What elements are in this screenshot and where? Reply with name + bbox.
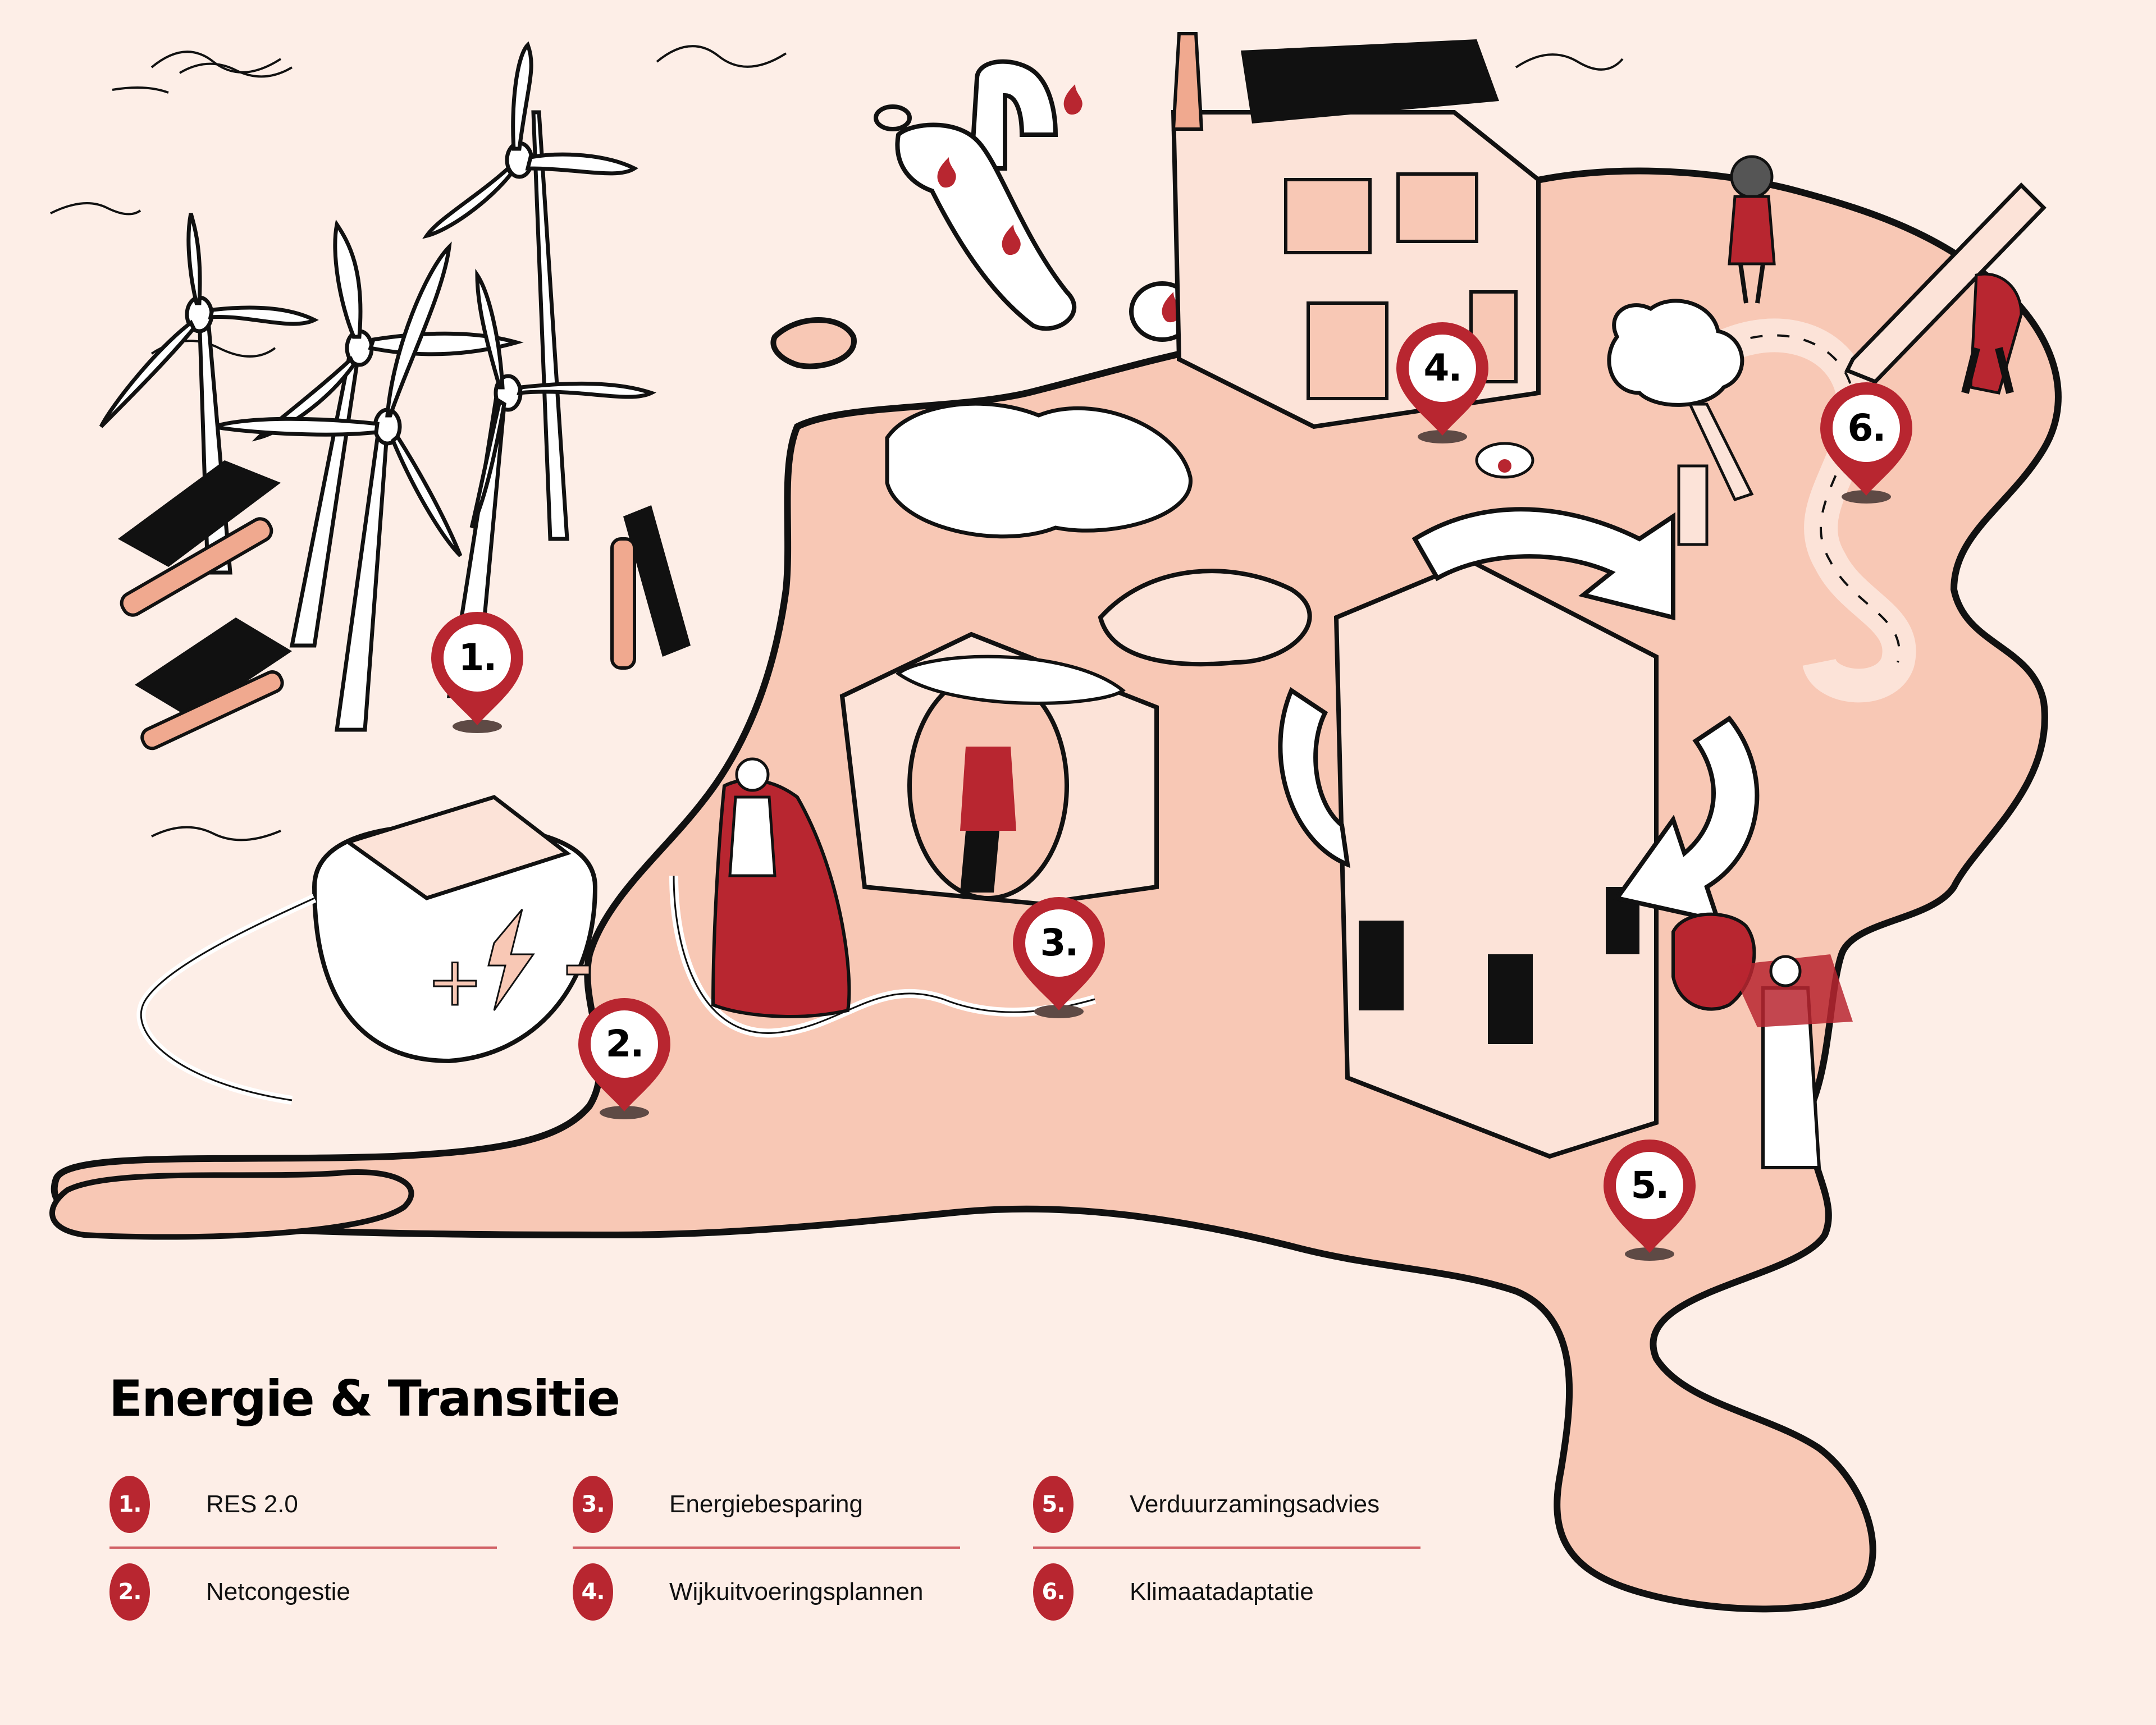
legend-item-2[interactable]: 2. Netcongestie [109, 1561, 497, 1623]
map-pin-number: 3. [1040, 921, 1079, 964]
woman-in-red [1728, 155, 1776, 304]
gardener-figure [1671, 912, 1853, 1169]
legend-item-4[interactable]: 4. Wijkuitvoeringsplannen [573, 1561, 960, 1623]
legend-item-1[interactable]: 1. RES 2.0 [109, 1474, 497, 1535]
cold-house [839, 401, 1193, 907]
renovated-building [1278, 442, 1760, 1159]
ijsselmeer [1098, 569, 1312, 667]
legend-label: Verduurzamingsadvies [1130, 1490, 1380, 1518]
wadden-island [770, 317, 857, 369]
map-pin-5[interactable]: 5. [1599, 1135, 1700, 1264]
legend-divider [109, 1546, 497, 1549]
wind-turbines [99, 41, 657, 732]
map-pin-marker-icon [1604, 1139, 1696, 1261]
legend-label: RES 2.0 [206, 1490, 298, 1518]
legend-label: Netcongestie [206, 1578, 350, 1605]
legend-item-3[interactable]: 3. Energiebesparing [573, 1474, 960, 1535]
map-pin-number: 2. [605, 1022, 645, 1065]
map-pin-marker-icon [578, 998, 670, 1119]
map-pin-1[interactable]: 1. [427, 607, 528, 736]
legend-item-6[interactable]: 6. Klimaatadaptatie [1033, 1561, 1420, 1623]
legend-item-5[interactable]: 5. Verduurzamingsadvies [1033, 1474, 1420, 1535]
legend-divider [1033, 1546, 1420, 1549]
map-pin-marker-icon [1013, 896, 1105, 1018]
superhero-figure [711, 757, 851, 1018]
legend-badge: 2. [109, 1563, 150, 1621]
legend-column-2: 3. Energiebesparing 4. Wijkuitvoeringspl… [573, 1474, 960, 1623]
legend-badge: 1. [109, 1476, 150, 1533]
legend-label: Energiebesparing [669, 1490, 863, 1518]
map-pin-number: 4. [1423, 346, 1463, 390]
map-pin-number: 6. [1847, 406, 1886, 450]
map-pin-marker-icon [1820, 382, 1912, 504]
battery-plus-symbol: + [427, 943, 483, 1021]
page-title: Energie & Transitie [109, 1370, 620, 1427]
map-pin-3[interactable]: 3. [1008, 893, 1109, 1022]
map-pin-number: 1. [458, 636, 497, 679]
legend-label: Wijkuitvoeringsplannen [669, 1578, 924, 1605]
zeeland-island [49, 1169, 414, 1240]
map-pin-marker-icon [431, 611, 523, 733]
pencil-figure [1844, 182, 2047, 395]
map-pin-2[interactable]: 2. [574, 994, 675, 1123]
map-pin-marker-icon [1396, 322, 1488, 443]
map-pin-number: 5. [1630, 1164, 1670, 1207]
battery-storage: + [312, 795, 598, 1064]
floating-solar-rafts [118, 460, 691, 751]
map-pin-6[interactable]: 6. [1816, 378, 1917, 507]
legend-column-3: 5. Verduurzamingsadvies 6. Klimaatadapta… [1033, 1474, 1420, 1623]
legend-badge: 5. [1033, 1476, 1074, 1533]
legend-badge: 3. [573, 1476, 613, 1533]
legend-column-1: 1. RES 2.0 2. Netcongestie [109, 1474, 497, 1623]
map-pin-4[interactable]: 4. [1392, 318, 1493, 447]
legend-badge: 4. [573, 1563, 613, 1621]
legend-divider [573, 1546, 960, 1549]
legend-badge: 6. [1033, 1563, 1074, 1621]
tree-figure [1607, 299, 1754, 546]
gas-pipeline [874, 59, 1195, 342]
legend-label: Klimaatadaptatie [1130, 1578, 1314, 1605]
